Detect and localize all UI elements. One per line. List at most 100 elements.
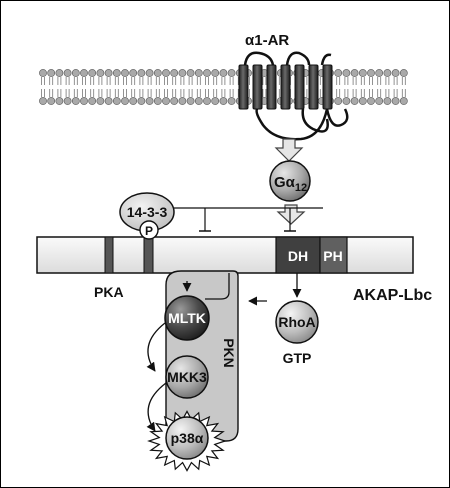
lipid-head bbox=[162, 69, 170, 77]
lipid-head bbox=[137, 97, 146, 105]
lipid-tail bbox=[82, 89, 86, 97]
lipid-tail bbox=[385, 77, 390, 85]
lipid-head bbox=[104, 97, 113, 105]
lipid-tail bbox=[73, 89, 78, 97]
lipid-tail bbox=[213, 89, 218, 97]
pka-binding-site bbox=[104, 236, 114, 274]
lipid-tail bbox=[106, 77, 111, 85]
lipid-head bbox=[383, 97, 392, 105]
lipid-tail bbox=[401, 89, 406, 97]
dh-domain-label: DH bbox=[288, 248, 308, 264]
lipid-head bbox=[342, 97, 351, 105]
lipid-tail bbox=[377, 77, 382, 85]
lipid-tail bbox=[401, 77, 406, 85]
receptor-helix bbox=[280, 64, 291, 110]
lipid-head bbox=[219, 97, 228, 105]
mltk-node bbox=[164, 295, 210, 341]
lipid-tail bbox=[344, 89, 349, 97]
lipid-tail bbox=[377, 89, 382, 97]
p38-alpha-node bbox=[165, 416, 209, 460]
lipid-tail bbox=[352, 89, 357, 97]
lipid-head bbox=[112, 69, 121, 77]
lipid-tail bbox=[393, 89, 398, 97]
adaptor-14-3-3-label: 14-3-3 bbox=[127, 204, 168, 220]
lipid-head bbox=[211, 97, 220, 105]
ph-domain-label: PH bbox=[323, 248, 342, 264]
lipid-head bbox=[39, 69, 47, 77]
lipid-tail bbox=[164, 77, 168, 85]
lipid-head bbox=[350, 69, 359, 77]
plasma-membrane bbox=[39, 69, 408, 105]
lipid-head bbox=[358, 97, 367, 105]
adaptor-inhibition-lines bbox=[174, 207, 323, 231]
rhoa-gtp-label: GTP bbox=[283, 350, 312, 366]
pka-label: PKA bbox=[94, 284, 124, 300]
lipid-head bbox=[211, 69, 220, 77]
lipid-tail bbox=[90, 89, 95, 97]
lipid-head bbox=[367, 97, 375, 105]
receptor-to-galpha-block-arrow bbox=[274, 138, 304, 162]
mkk3-label: MKK3 bbox=[167, 369, 207, 385]
phospho-site-label: P bbox=[145, 224, 153, 238]
lipid-head bbox=[342, 69, 351, 77]
lipid-head bbox=[63, 69, 72, 77]
lipid-head bbox=[399, 97, 408, 105]
receptor-helix bbox=[252, 64, 263, 110]
lipid-tail bbox=[196, 89, 201, 97]
lipid-tail bbox=[57, 89, 62, 97]
mltk-to-mkk3-arrow bbox=[146, 322, 166, 372]
lipid-tail bbox=[73, 77, 78, 85]
lipid-head bbox=[162, 97, 170, 105]
receptor-helix bbox=[266, 64, 277, 110]
lipid-head bbox=[129, 69, 138, 77]
lipid-head bbox=[129, 97, 138, 105]
lipid-tail bbox=[369, 89, 373, 97]
lipid-head bbox=[227, 69, 236, 77]
lipid-tail bbox=[188, 77, 193, 85]
pkn-activation-arrow bbox=[205, 273, 230, 300]
lipid-tail bbox=[41, 89, 45, 97]
lipid-head bbox=[88, 69, 97, 77]
lipid-tail bbox=[344, 77, 349, 85]
mkk3-to-p38-arrow bbox=[146, 382, 167, 432]
lipid-tail bbox=[229, 77, 234, 85]
lipid-tail bbox=[65, 89, 70, 97]
lipid-head bbox=[153, 97, 162, 105]
receptor-helices bbox=[238, 64, 333, 110]
mltk-label: MLTK bbox=[168, 310, 206, 326]
lipid-tail bbox=[41, 77, 45, 85]
lipid-tail bbox=[262, 77, 267, 85]
phospho-site-node bbox=[139, 220, 159, 240]
lipid-tail bbox=[221, 89, 226, 97]
lipid-head bbox=[170, 97, 179, 105]
lipid-tail bbox=[98, 77, 103, 85]
lipid-tail bbox=[385, 89, 390, 97]
receptor-intracellular-tail bbox=[301, 108, 349, 133]
lipid-tail bbox=[114, 77, 119, 85]
lipid-head bbox=[203, 97, 211, 105]
receptor-helix bbox=[238, 64, 249, 110]
lipid-head bbox=[55, 69, 64, 77]
lipid-tail bbox=[123, 89, 127, 97]
lipid-head bbox=[227, 97, 236, 105]
rhoa-node bbox=[275, 300, 319, 344]
receptor-helix bbox=[322, 64, 333, 110]
galpha12-node bbox=[269, 160, 311, 202]
pkn-label: PKN bbox=[221, 338, 237, 368]
lipid-tail bbox=[196, 77, 201, 85]
lipid-tail bbox=[49, 89, 54, 97]
lipid-head bbox=[399, 69, 408, 77]
lipid-head bbox=[121, 69, 129, 77]
lipid-tail bbox=[352, 77, 357, 85]
lipid-head bbox=[88, 97, 97, 105]
lipid-head bbox=[96, 97, 105, 105]
akap-lbc-label: AKAP-Lbc bbox=[353, 287, 432, 304]
lipid-tail bbox=[172, 89, 177, 97]
lipid-head bbox=[153, 69, 162, 77]
lipid-head bbox=[375, 97, 384, 105]
receptor-label: α1-AR bbox=[245, 32, 289, 49]
lipid-head bbox=[112, 97, 121, 105]
lipid-tail bbox=[164, 89, 168, 97]
